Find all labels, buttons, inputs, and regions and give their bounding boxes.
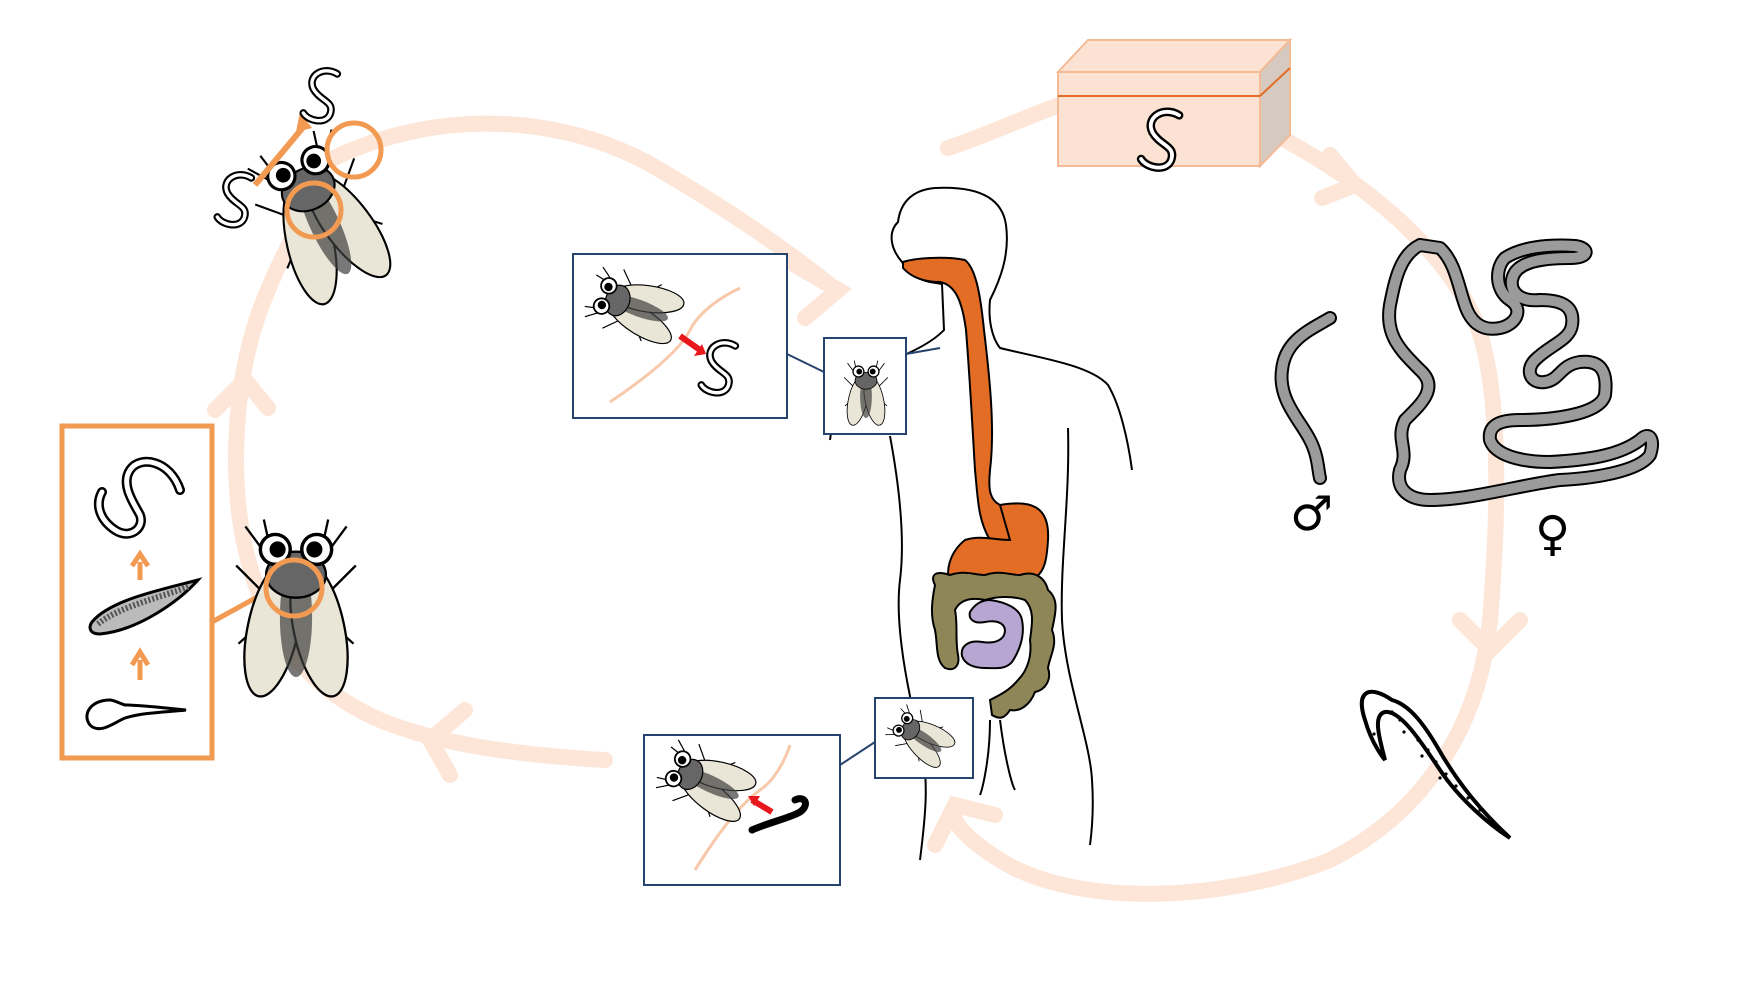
inset-connector bbox=[786, 353, 825, 373]
inset-bottom bbox=[643, 697, 974, 886]
migration-arrow bbox=[252, 123, 308, 187]
colon bbox=[931, 571, 1057, 719]
male-symbol: ♂ bbox=[1290, 486, 1333, 542]
arrowhead-left-bottom bbox=[419, 702, 473, 783]
second-stage-larva-icon bbox=[88, 577, 203, 636]
inset-top bbox=[572, 253, 941, 435]
arrowhead-to-human bbox=[787, 257, 852, 326]
pointer-arrow bbox=[678, 333, 702, 353]
fly-with-larvae-topleft bbox=[217, 71, 411, 320]
larval-development-box bbox=[59, 423, 272, 761]
arrowhead-bottom bbox=[927, 795, 1003, 853]
dev-arrow-upper bbox=[129, 549, 151, 580]
worm-larva-icon bbox=[217, 175, 251, 225]
migration-arrowhead bbox=[296, 112, 312, 132]
arc-food-to-adults bbox=[940, 97, 1068, 156]
third-stage-larva-icon bbox=[93, 456, 185, 539]
arc-fly-to-human bbox=[322, 115, 838, 293]
highlight-circle-body bbox=[263, 557, 325, 619]
female-symbol: ♀ bbox=[1535, 506, 1570, 562]
arrowhead-right-top bbox=[1314, 147, 1369, 206]
worm-larva-icon bbox=[748, 795, 809, 834]
arrowhead-left-mid bbox=[207, 368, 276, 418]
worm-larva-icon bbox=[303, 71, 337, 121]
first-stage-larva-icon bbox=[85, 698, 187, 731]
arc-bottom-to-left bbox=[228, 182, 613, 768]
adult-female-worm-icon: ♀ bbox=[1382, 238, 1659, 562]
esophagus bbox=[902, 256, 1011, 541]
food-box-icon bbox=[1055, 37, 1293, 168]
highlight-circle-body bbox=[284, 180, 344, 240]
arrowhead-right-mid bbox=[1452, 612, 1528, 662]
inset-connector bbox=[839, 741, 876, 766]
digestive-tract-icon bbox=[902, 256, 1057, 719]
inset-connector bbox=[905, 347, 941, 355]
small-intestine bbox=[960, 598, 1024, 670]
rhabditiform-larva-icon bbox=[1359, 689, 1512, 840]
fly-left-middle bbox=[232, 517, 360, 704]
adult-male-worm-icon: ♂ bbox=[1274, 311, 1337, 542]
highlight-circle-head bbox=[324, 120, 384, 180]
dev-arrow-lower bbox=[129, 647, 151, 680]
